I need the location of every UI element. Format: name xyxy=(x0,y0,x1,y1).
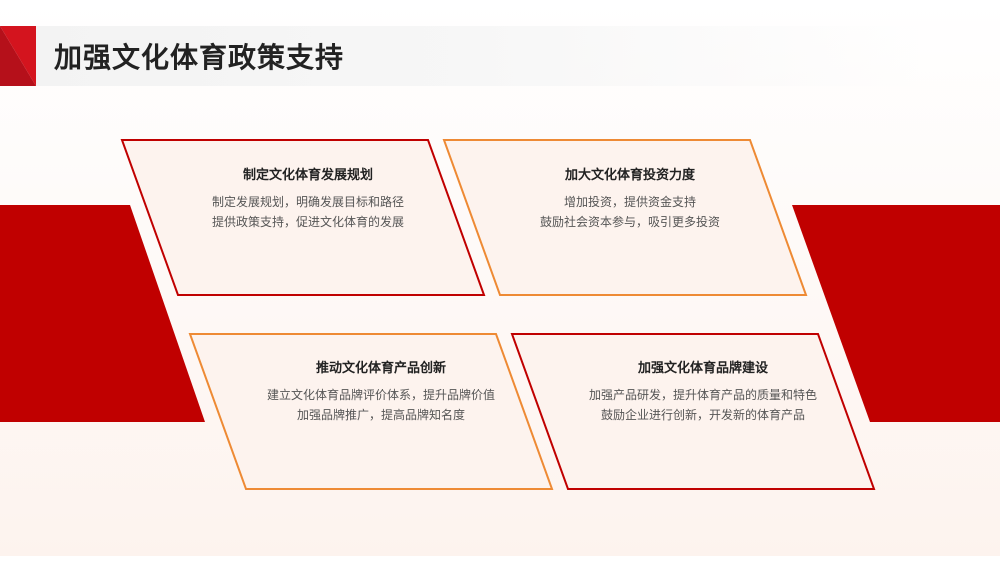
card-2-line-2: 鼓励社会资本参与，吸引更多投资 xyxy=(539,215,720,229)
card-2-line-1: 增加投资，提供资金支持 xyxy=(563,195,696,209)
card-3-title: 推动文化体育产品创新 xyxy=(315,361,446,376)
card-3: 推动文化体育产品创新 建立文化体育品牌评价体系，提升品牌价值 加强品牌推广，提高… xyxy=(256,359,506,425)
card-2-frame xyxy=(442,139,808,296)
card-3-line-2: 加强品牌推广，提高品牌知名度 xyxy=(296,408,465,422)
card-4-title: 加强文化体育品牌建设 xyxy=(637,361,768,376)
card-1-line-2: 提供政策支持，促进文化体育的发展 xyxy=(211,215,404,229)
card-4-frame xyxy=(510,333,876,490)
right-red-band xyxy=(792,205,1000,422)
card-4: 加强文化体育品牌建设 加强产品研发，提升体育产品的质量和特色 鼓励企业进行创新，… xyxy=(578,359,828,425)
card-1-line-1: 制定发展规划，明确发展目标和路径 xyxy=(211,195,404,209)
card-3-line-1: 建立文化体育品牌评价体系，提升品牌价值 xyxy=(266,388,495,402)
header-red-accent-dark xyxy=(0,26,36,86)
card-2-title: 加大文化体育投资力度 xyxy=(564,168,695,183)
card-1: 制定文化体育发展规划 制定发展规划，明确发展目标和路径 提供政策支持，促进文化体… xyxy=(188,166,428,232)
card-3-frame xyxy=(188,333,554,490)
card-1-frame xyxy=(120,139,486,296)
bottom-strip xyxy=(0,556,1000,563)
card-2: 加大文化体育投资力度 增加投资，提供资金支持 鼓励社会资本参与，吸引更多投资 xyxy=(510,166,750,232)
card-4-line-1: 加强产品研发，提升体育产品的质量和特色 xyxy=(588,388,817,402)
title-bar xyxy=(36,26,920,86)
page-title: 加强文化体育政策支持 xyxy=(54,41,345,74)
card-1-title: 制定文化体育发展规划 xyxy=(242,168,373,183)
card-4-line-2: 鼓励企业进行创新，开发新的体育产品 xyxy=(600,408,805,422)
left-red-band xyxy=(0,205,205,422)
